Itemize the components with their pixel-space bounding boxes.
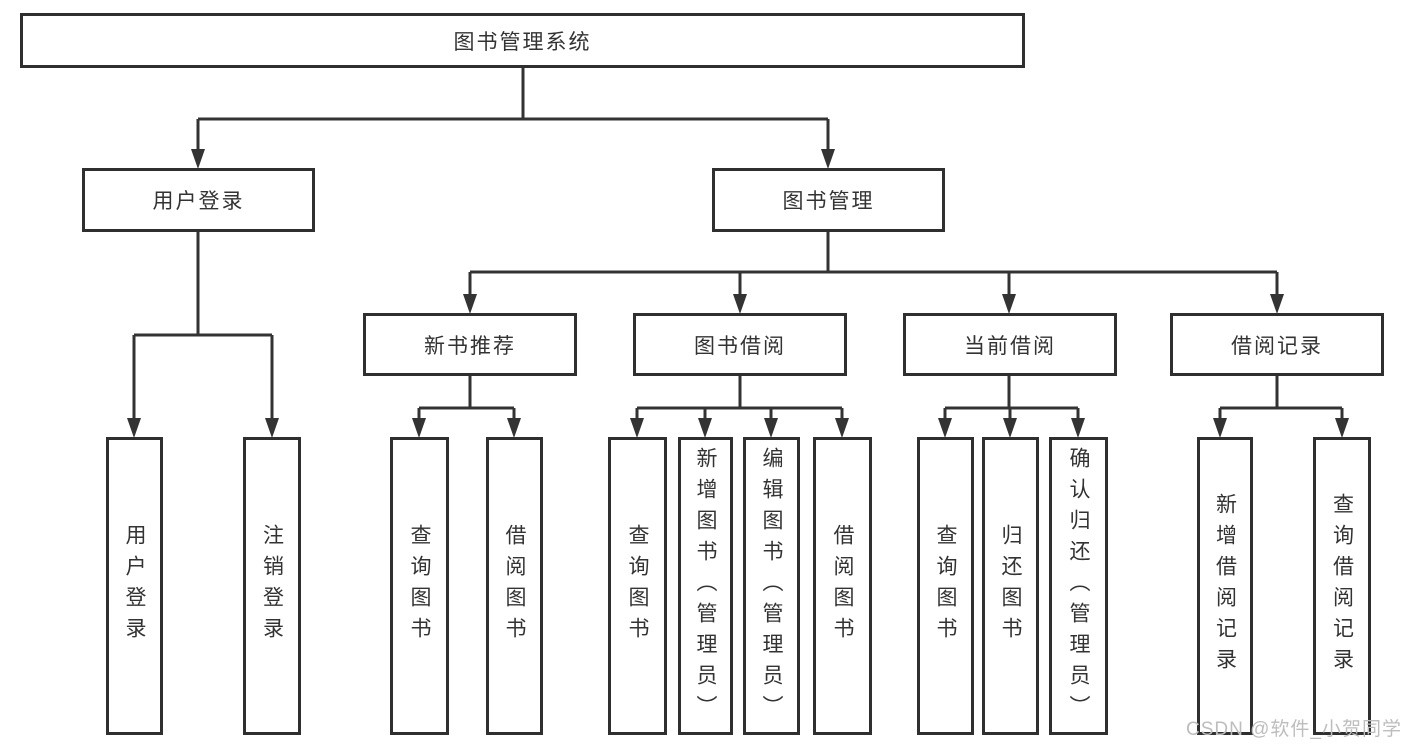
- node-label: 新增图书（管理员）: [694, 446, 717, 726]
- node-label: 当前借阅: [964, 334, 1056, 358]
- leaf-user-login: 用户登录: [106, 437, 163, 735]
- csdn-watermark: CSDN @软件_小贺同学: [1186, 719, 1402, 740]
- node-current-borrowing: 当前借阅: [903, 313, 1117, 376]
- node-label: 查询图书: [934, 524, 957, 648]
- node-label: 查询图书: [626, 524, 649, 648]
- node-label: 图书管理: [782, 190, 875, 213]
- node-label: 用户登录: [152, 190, 245, 213]
- leaf-add-book-admin: 新增图书（管理员）: [678, 437, 733, 735]
- leaf-borrow-books-recommend: 借阅图书: [486, 437, 543, 735]
- leaf-confirm-return-admin: 确认归还（管理员）: [1049, 437, 1108, 735]
- node-label: 确认归还（管理员）: [1067, 446, 1090, 726]
- node-label: 图书管理系统: [453, 30, 592, 54]
- leaf-query-books-current: 查询图书: [917, 437, 974, 735]
- node-label: 注销登录: [260, 524, 284, 648]
- node-label: 借阅记录: [1231, 334, 1323, 358]
- node-label: 用户登录: [123, 524, 146, 648]
- node-label: 查询借阅记录: [1330, 493, 1354, 679]
- node-borrowing-records: 借阅记录: [1170, 313, 1384, 376]
- node-label: 归还图书: [999, 524, 1022, 648]
- node-library-management-system: 图书管理系统: [20, 13, 1025, 68]
- node-user-login: 用户登录: [82, 168, 315, 232]
- node-label: 新增借阅记录: [1213, 493, 1237, 679]
- node-label: 查询图书: [408, 524, 431, 648]
- leaf-return-books: 归还图书: [982, 437, 1039, 735]
- leaf-edit-book-admin: 编辑图书（管理员）: [743, 437, 800, 735]
- node-label: 借阅图书: [503, 524, 526, 648]
- node-label: 编辑图书（管理员）: [760, 446, 783, 726]
- leaf-add-borrow-record: 新增借阅记录: [1197, 437, 1253, 735]
- leaf-query-books-recommend: 查询图书: [390, 437, 449, 735]
- leaf-borrow-books-borrow: 借阅图书: [813, 437, 872, 735]
- node-book-borrowing: 图书借阅: [633, 313, 847, 376]
- leaf-query-books-borrow: 查询图书: [608, 437, 667, 735]
- leaf-query-borrow-record: 查询借阅记录: [1313, 437, 1371, 735]
- node-label: 新书推荐: [424, 334, 516, 358]
- node-label: 图书借阅: [694, 334, 786, 358]
- node-new-book-recommend: 新书推荐: [363, 313, 577, 376]
- node-book-management: 图书管理: [712, 168, 945, 232]
- node-label: 借阅图书: [831, 524, 854, 648]
- leaf-logout: 注销登录: [243, 437, 301, 735]
